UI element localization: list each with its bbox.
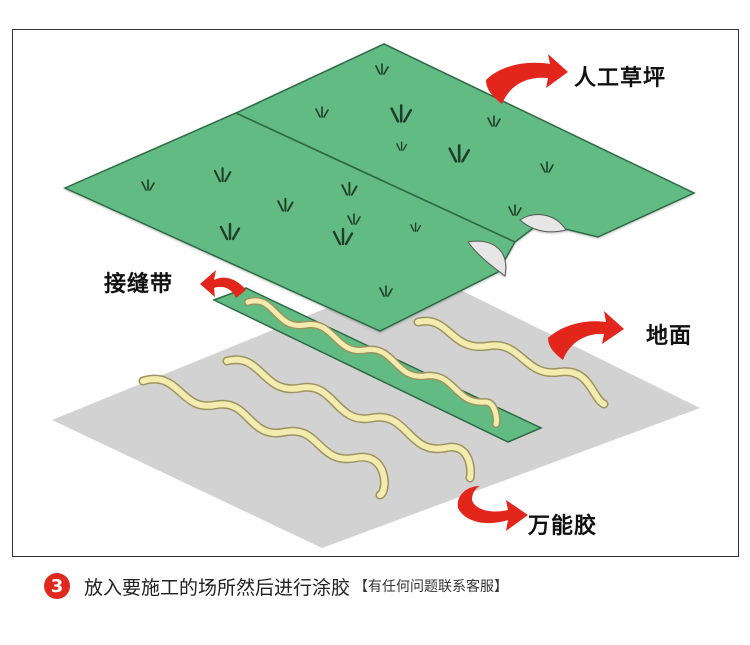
turf-curl-left — [467, 240, 507, 277]
curved-arrow-icon — [486, 54, 568, 104]
grass-tuft-icon — [410, 222, 422, 232]
step-number-icon: 3 — [44, 573, 70, 599]
grass-tuft-icon — [448, 144, 471, 163]
label-seam-tape: 接缝带 — [104, 272, 174, 297]
grass-tuft-icon — [487, 115, 501, 127]
callout-arrows — [200, 54, 624, 531]
grass-tuft-icon — [141, 179, 155, 191]
grass-tuft-icon — [219, 222, 241, 241]
turf-curl-right — [519, 214, 567, 233]
grass-tuft-icon — [332, 227, 354, 246]
label-ground: 地面 — [646, 324, 693, 349]
turf-panel-left — [63, 112, 517, 332]
grass-tuft-icon — [347, 213, 361, 225]
grass-tuft-icon — [390, 104, 413, 123]
grass-tuft-icon — [315, 106, 329, 118]
grass-tuft-icon — [396, 141, 408, 151]
grass-tuft-icon — [540, 161, 554, 173]
curved-arrow-icon — [457, 486, 528, 531]
grass-tuft-icon — [341, 181, 358, 196]
diagram-frame — [12, 29, 739, 557]
turf-seam — [235, 112, 516, 243]
grass-tuft-icon — [277, 197, 294, 212]
curved-arrow-icon — [200, 270, 246, 298]
grass-tuft-icon — [213, 167, 232, 183]
label-adhesive: 万能胶 — [528, 514, 598, 539]
grass-tufts — [141, 63, 554, 297]
grass-tuft-icon — [508, 204, 522, 216]
adhesive-lines — [138, 316, 609, 500]
step-caption: 3 放入要施工的场所然后进行涂胶 【有任何问题联系客服】 — [44, 568, 744, 604]
seam-tape-adhesive — [244, 296, 501, 428]
caption-text: 放入要施工的场所然后进行涂胶 — [84, 576, 351, 599]
label-turf: 人工草坪 — [574, 66, 667, 91]
grass-tuft-icon — [379, 285, 393, 297]
grass-tuft-icon — [375, 63, 389, 75]
caption-note: 【有任何问题联系客服】 — [354, 579, 509, 595]
turf-sheet — [63, 43, 696, 332]
curved-arrow-icon — [548, 311, 624, 360]
ground-surface — [52, 270, 700, 548]
